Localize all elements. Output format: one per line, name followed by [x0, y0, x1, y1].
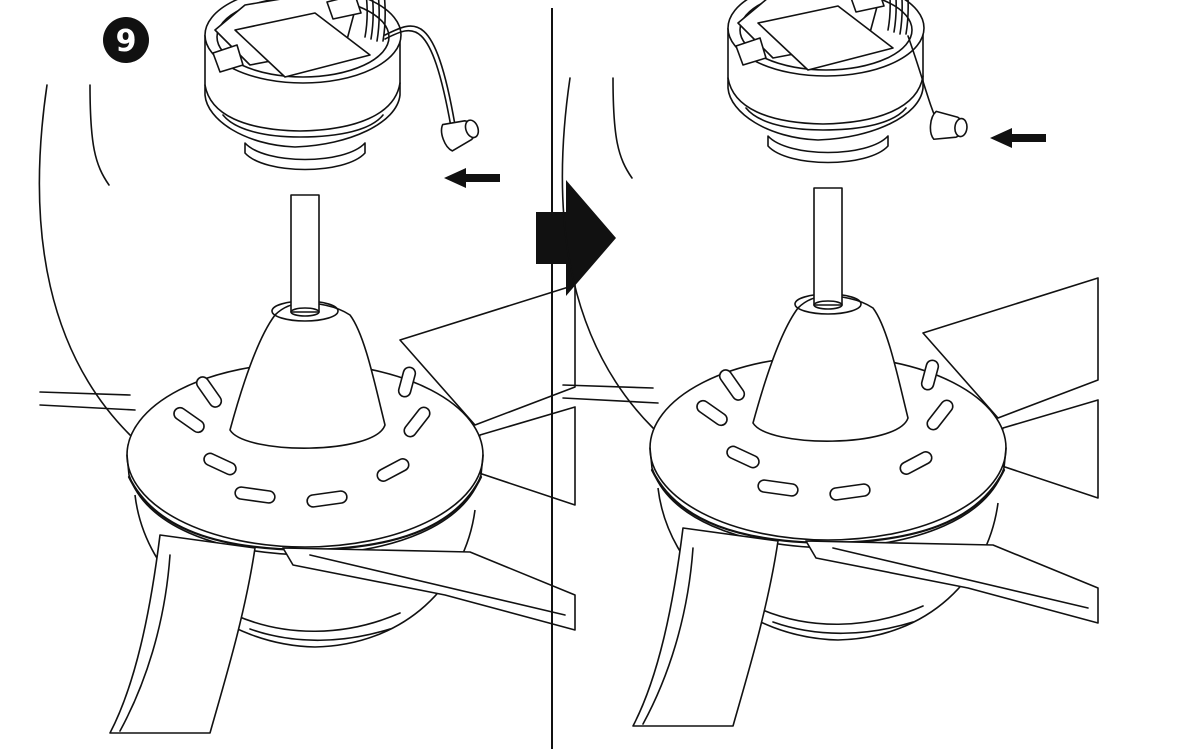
- wire-connector: [440, 119, 480, 152]
- panel-after: [561, 0, 1100, 728]
- wire-connector: [929, 110, 968, 141]
- arrow-left-icon: [990, 128, 1046, 148]
- arrow-left-icon: [444, 168, 500, 188]
- step-number-badge: 9: [103, 17, 149, 63]
- arrow-right-icon: [536, 180, 616, 296]
- step-number: 9: [116, 24, 137, 59]
- panel-before: [38, 0, 577, 735]
